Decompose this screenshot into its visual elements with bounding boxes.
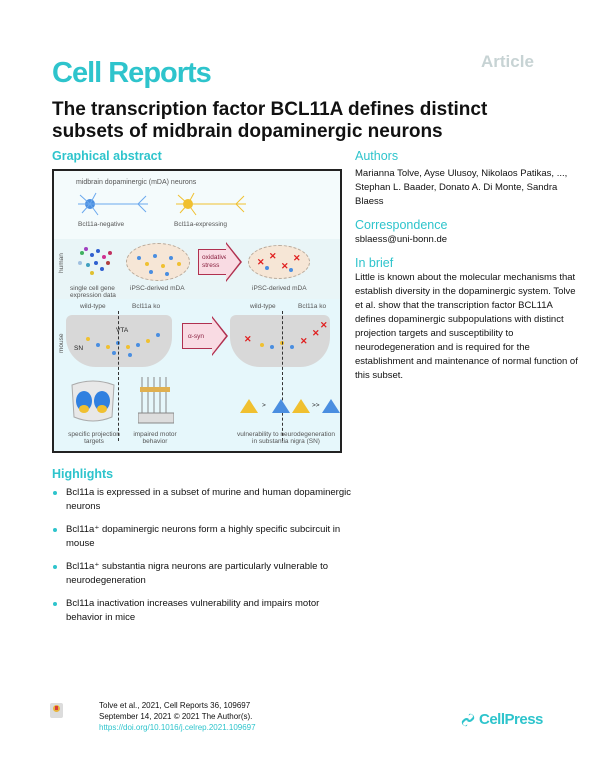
single-cell-cluster-plot-icon — [78, 247, 112, 275]
bullet-icon — [53, 602, 57, 606]
highlights-heading: Highlights — [52, 467, 114, 481]
doi-link[interactable]: https://doi.org/10.1016/j.celrep.2021.10… — [99, 723, 256, 732]
check-for-updates-icon[interactable] — [50, 703, 63, 718]
highlights-list: Bcl11a is expressed in a subset of murin… — [52, 486, 352, 634]
bcl11a-pos-neuron-icon — [240, 399, 258, 413]
citation-line-1: Tolve et al., 2021, Cell Reports 36, 109… — [99, 701, 251, 710]
single-cell-label: single cell gene expression data — [70, 285, 116, 299]
divider-right — [282, 311, 283, 441]
in-brief-heading: In brief — [355, 256, 394, 270]
authors-heading: Authors — [355, 149, 399, 163]
ko-label-right: Bcl11a ko — [298, 303, 327, 310]
ga-human-panel: human oxidative stress ✕ ✕ ✕ ✕ single c — [54, 239, 340, 299]
ipsc-mda-degenerated-label: iPSC-derived mDA — [252, 285, 307, 292]
bullet-icon — [53, 565, 57, 569]
wt-label-right: wild-type — [250, 303, 276, 310]
wt-label-left: wild-type — [80, 303, 106, 310]
bcl11a-negative-neuron-icon — [78, 192, 148, 216]
much-greater-symbol: >> — [312, 402, 320, 409]
oxidative-stress-arrow: oxidative stress — [198, 249, 228, 275]
midbrain-section-left — [66, 315, 172, 367]
highlight-item: Bcl11a⁺ dopaminergic neurons form a high… — [52, 523, 352, 551]
bcl11a-expressing-neuron-icon — [176, 192, 246, 216]
publisher-name: CellPress — [479, 711, 543, 728]
human-side-label: human — [58, 253, 65, 273]
paper-title: The transcription factor BCL11A defines … — [52, 99, 488, 142]
correspondence-heading: Correspondence — [355, 218, 448, 232]
bcl11a-neg-neuron-icon-2 — [322, 399, 340, 413]
cellpress-logo[interactable]: CellPress — [460, 711, 543, 728]
mouse-side-label: mouse — [58, 333, 65, 353]
bullet-icon — [53, 491, 57, 495]
ipsc-dish-degenerated: ✕ ✕ ✕ ✕ — [248, 245, 310, 279]
in-brief-text: Little is known about the molecular mech… — [355, 272, 578, 381]
highlight-item: Bcl11a inactivation increases vulnerabil… — [52, 597, 352, 625]
sidebar: Authors Marianna Tolve, Ayse Ulusoy, Nik… — [355, 149, 580, 392]
bcl11a-neg-neuron-icon — [272, 399, 290, 413]
bcl11a-pos-neuron-icon-2 — [292, 399, 310, 413]
highlight-item: Bcl11a is expressed in a subset of murin… — [52, 486, 352, 514]
bullet-icon — [53, 528, 57, 532]
bcl11a-expressing-label: Bcl11a-expressing — [174, 221, 227, 228]
cellpress-link-icon — [461, 713, 475, 727]
bcl11a-negative-label: Bcl11a-negative — [78, 221, 125, 228]
motor-behavior-label: impaired motor behavior — [133, 431, 177, 445]
greater-than-symbol: > — [262, 402, 266, 409]
sn-label: SN — [74, 345, 84, 352]
vta-label: VTA — [116, 327, 129, 334]
correspondence-email[interactable]: sblaess@uni-bonn.de — [355, 234, 448, 245]
vulnerability-label: vulnerability to neurodegeneration in su… — [237, 431, 335, 445]
ko-label-left: Bcl11a ko — [132, 303, 161, 310]
graphical-abstract-heading: Graphical abstract — [52, 149, 162, 163]
journal-name[interactable]: Cell Reports — [52, 57, 212, 89]
highlight-item: Bcl11a⁺ substantia nigra neurons are par… — [52, 560, 352, 588]
projection-targets-label: specific projection targets — [68, 431, 120, 445]
brain-projection-targets-icon — [71, 380, 115, 422]
alpha-syn-arrow: α-syn — [182, 323, 212, 349]
ga-top-label: midbrain dopaminergic (mDA) neurons — [76, 179, 197, 186]
article-type-label: Article — [481, 52, 534, 71]
midbrain-section-right: ✕ ✕ ✕ ✕ — [230, 315, 330, 367]
rotarod-apparatus-icon — [138, 377, 174, 424]
citation-block: Tolve et al., 2021, Cell Reports 36, 109… — [99, 700, 256, 733]
divider-left — [118, 311, 119, 441]
ipsc-mda-label: iPSC-derived mDA — [130, 285, 185, 292]
ga-mouse-panel: mouse wild-type Bcl11a ko wild-type Bcl1… — [54, 299, 340, 451]
authors-list: Marianna Tolve, Ayse Ulusoy, Nikolaos Pa… — [355, 168, 568, 207]
citation-line-2: September 14, 2021 © 2021 The Author(s). — [99, 712, 253, 721]
graphical-abstract-figure: midbrain dopaminergic (mDA) neurons Bcl1… — [52, 169, 342, 453]
ga-neuron-types-panel: midbrain dopaminergic (mDA) neurons Bcl1… — [54, 171, 340, 239]
ipsc-dish-healthy — [126, 243, 190, 281]
